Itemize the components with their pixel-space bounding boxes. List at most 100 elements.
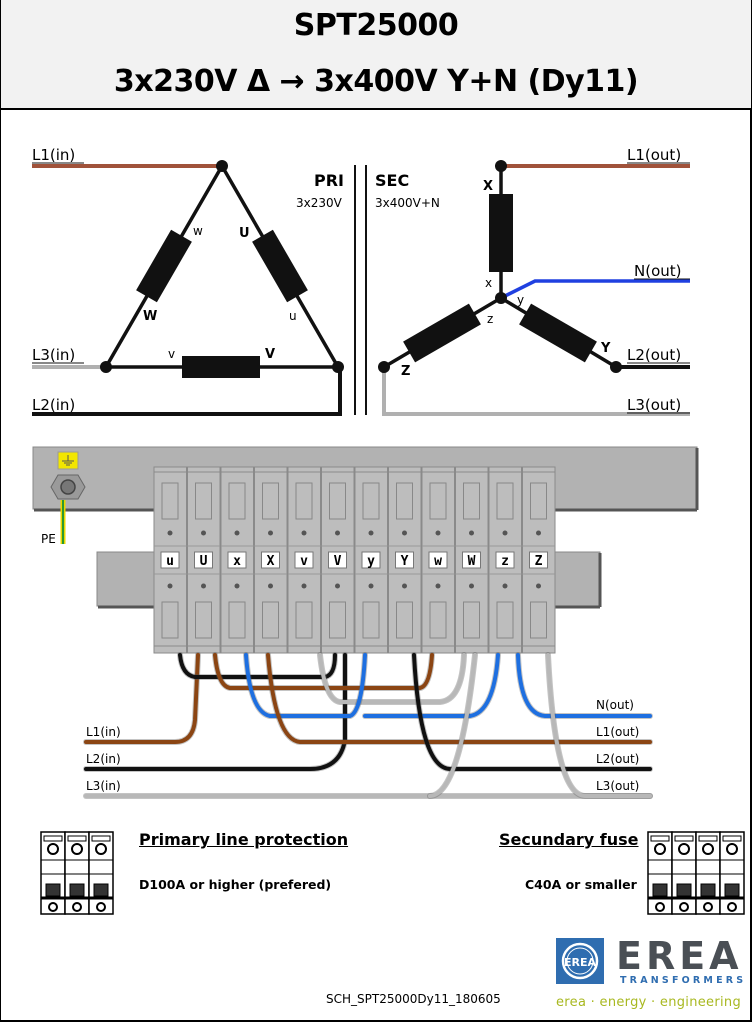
terminal-label: v [300,554,308,569]
label-l2-out: L2(out) [627,346,681,364]
terminal-label: z [501,554,509,569]
winding-x [489,194,513,272]
pri-label: PRI [314,171,344,190]
terminal-label-box [194,551,213,569]
node-l1 [216,160,228,172]
transformer-core [354,165,367,415]
n-out-wire [500,279,690,300]
terminal-label-box [227,551,247,569]
terminal-Y[interactable]: Y [388,466,422,654]
label-z-small: z [487,312,493,326]
jumper-u-v-shadow [177,652,338,680]
label-U: U [239,226,250,241]
secondary-star: L1(out) N(out) L2(out) L3(out) X x y z Y… [378,146,690,416]
label-X: X [483,179,493,194]
four-pole-breaker-icon [647,831,745,915]
sec-label: SEC [375,171,409,190]
terminal-label: x [233,554,241,569]
terminal-U[interactable]: U [187,466,221,654]
jumper-V-W-shadow [317,652,467,705]
terminal-V[interactable]: V [321,466,355,654]
terminal-v[interactable]: v [287,466,321,654]
node-x [495,160,507,172]
terminal-label-box [428,551,448,569]
terminal-X[interactable]: X [254,466,288,654]
erea-emblem-icon: EREA [556,938,604,984]
conversion-title: 3x230V Δ → 3x400V Y+N (Dy11) [113,64,639,99]
label-Z: Z [401,364,410,379]
logo-tagline: erea · energy · engineering [556,995,741,1010]
terminal-W[interactable]: W [455,466,489,654]
winding-v [182,356,260,378]
terminal-label: Z [535,554,543,569]
l2-in-wire [32,367,342,416]
terminal-Z[interactable]: Z [522,466,556,654]
terminal-label: V [334,554,342,569]
terminal-label: y [367,554,375,569]
terminal-label: u [166,554,174,569]
primary-protection-text: D100A or higher (prefered) [139,877,332,892]
primary-delta: L1(in) L3(in) L2(in) w U W u v V [32,146,344,416]
node-l2 [332,361,344,373]
node-z [378,361,390,373]
pe-label: PE [41,532,56,546]
title-header: SPT25000 3x230V Δ → 3x400V Y+N (Dy11) [1,0,751,110]
three-pole-breaker-icon [40,831,114,915]
wire-label-l2-in: L2(in) [86,752,121,766]
label-l2-in: L2(in) [32,396,75,414]
wiring-diagram [83,652,653,799]
label-u-small: u [289,309,297,323]
label-V: V [265,347,275,362]
wire-label-l3-in: L3(in) [86,779,121,793]
terminal-label-box [160,551,180,569]
label-x-small: x [485,276,492,290]
wire-label-n-out: N(out) [596,698,634,712]
terminal-label: U [200,554,208,569]
label-v-small: v [168,347,175,361]
terminal-w[interactable]: w [421,466,455,654]
node-l3 [100,361,112,373]
label-l1-out: L1(out) [627,146,681,164]
terminal-x[interactable]: x [220,466,254,654]
wire-l1-out-shadow [265,652,653,745]
terminal-label-box [361,551,381,569]
terminal-label: w [434,554,442,569]
terminal-label-box [495,551,515,569]
terminal-z[interactable]: z [488,466,522,654]
model-title: SPT25000 [293,8,459,43]
terminal-y[interactable]: y [354,466,388,654]
label-Y: Y [600,341,611,356]
label-n-out: N(out) [634,262,682,280]
label-l3-out: L3(out) [627,396,681,414]
primary-protection-title: Primary line protection [139,830,349,849]
winding-u [252,229,308,303]
node-neutral [495,292,507,304]
winding-w [136,229,192,303]
terminal-label-box [328,551,347,569]
label-w-small: w [193,224,203,238]
winding-y [519,303,597,363]
terminal-label-box [294,551,314,569]
wire-label-l1-out: L1(out) [596,725,639,739]
winding-z [403,303,481,363]
label-y-small: y [517,293,524,307]
wire-label-l3-out: L3(out) [596,779,639,793]
terminal-u[interactable]: u [153,466,187,654]
wire-W-l3 [428,653,477,798]
pri-voltage: 3x230V [296,196,343,210]
label-W: W [143,309,157,324]
secondary-fuse-text: C40A or smaller [525,877,637,892]
jumper-V-W [318,653,466,704]
jumper-y-z [363,653,500,718]
label-l3-in: L3(in) [32,346,75,364]
sec-voltage: 3x400V+N [375,196,440,210]
wire-l2-out [412,653,652,771]
logo-name: EREA [616,934,743,978]
l3-out-wire [382,367,690,416]
wire-label-l1-in: L1(in) [86,725,121,739]
terminal-label: Y [401,554,409,569]
secondary-fuse-title: Secundary fuse [499,830,639,849]
wire-l3-out [546,653,652,798]
